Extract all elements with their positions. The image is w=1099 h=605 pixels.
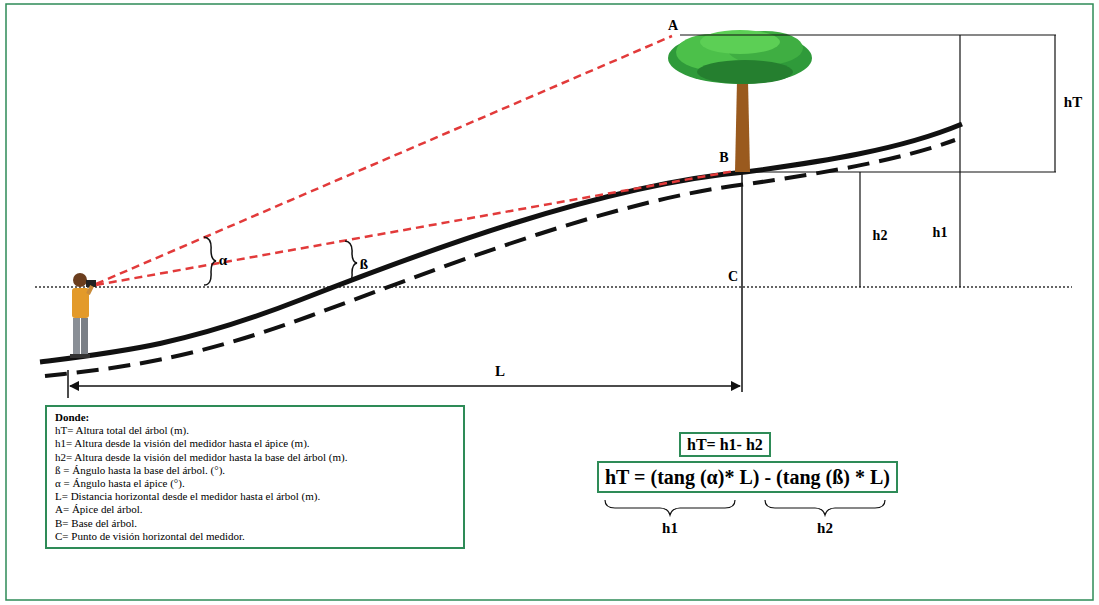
sight-apex xyxy=(96,36,672,284)
beta-brace xyxy=(345,241,357,283)
formula-text: hT= h1- h2 xyxy=(687,435,763,454)
brace-label: h1 xyxy=(661,521,679,536)
h2-brace xyxy=(765,500,885,515)
tree-vertical xyxy=(741,172,743,392)
formula-box: hT= h1- h2 xyxy=(679,432,771,457)
person xyxy=(70,273,96,358)
dimension-label: L xyxy=(494,364,506,379)
legend-box: Donde:hT= Altura total del árbol (m).h1=… xyxy=(45,405,465,549)
point-label: B xyxy=(718,151,729,165)
formula-text: hT = (tang (α)* L) - (tang (ß) * L) xyxy=(605,465,890,489)
alpha-brace xyxy=(204,237,216,285)
legend-line: ß = Ángulo hasta la base del árbol. (°). xyxy=(55,464,455,477)
legend-line: L= Distancia horizontal desde el medidor… xyxy=(55,490,455,503)
dimension-label: h2 xyxy=(872,229,889,243)
ground xyxy=(40,124,962,362)
horizontal-sight xyxy=(35,286,1072,288)
frame xyxy=(6,4,1093,600)
angle-label: α xyxy=(218,253,228,268)
tree xyxy=(668,30,812,172)
L-dimension xyxy=(70,385,740,387)
legend-line: h1= Altura desde la visión del medidor h… xyxy=(55,437,455,450)
point-label: A xyxy=(667,19,679,33)
legend-line: C= Punto de visión horizontal del medido… xyxy=(55,530,455,543)
dimension-label: h1 xyxy=(932,226,949,240)
point-label: C xyxy=(727,270,739,284)
legend-line: A= Ápice del árbol. xyxy=(55,503,455,516)
h1-dimension xyxy=(959,35,960,287)
sight-base xyxy=(96,170,740,285)
origin-tick xyxy=(67,370,69,398)
apex-level xyxy=(680,34,1056,35)
legend-line: B= Base del árbol. xyxy=(55,517,455,530)
hT-dimension xyxy=(1054,35,1055,172)
legend-line: h2= Altura desde la visión del medidor h… xyxy=(55,451,455,464)
base-level xyxy=(750,171,1056,172)
brace-label: h2 xyxy=(816,521,834,536)
angle-label: ß xyxy=(359,257,369,272)
formula-box: hT = (tang (α)* L) - (tang (ß) * L) xyxy=(597,461,898,493)
legend-line: α = Ángulo hasta el ápice (°). xyxy=(55,477,455,490)
h1-brace xyxy=(605,500,735,515)
h2-dimension xyxy=(859,172,860,287)
legend-line: hT= Altura total del árbol (m). xyxy=(55,424,455,437)
legend-heading: Donde: xyxy=(55,411,455,424)
dimension-label: hT xyxy=(1063,95,1083,110)
